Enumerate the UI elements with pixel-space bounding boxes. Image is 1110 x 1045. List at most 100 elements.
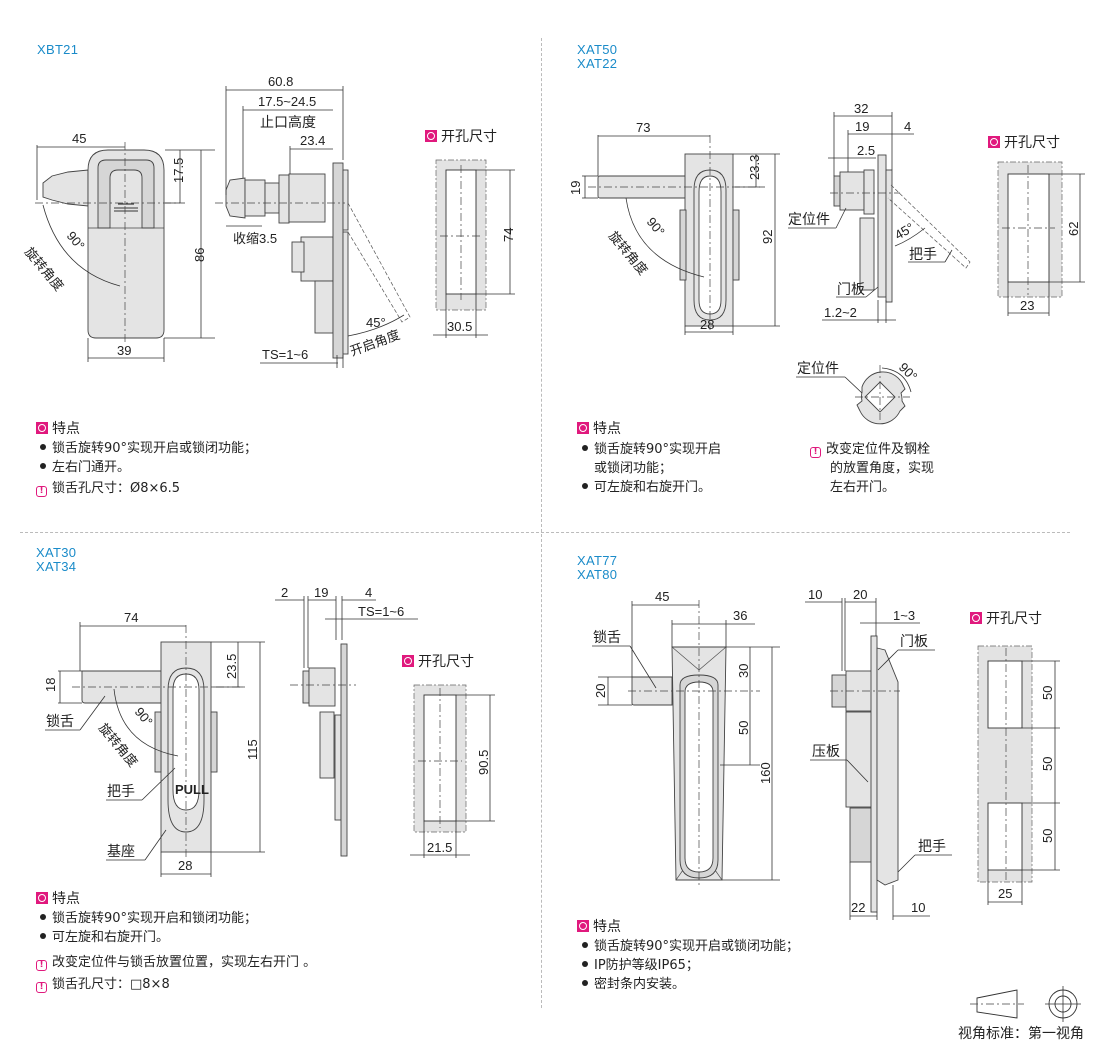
dim-62: 62 — [1066, 222, 1081, 236]
features-list: 锁舌旋转90°实现开启或锁闭功能； 左右门通开。 — [38, 439, 257, 477]
feature-item: 左右门通开。 — [38, 458, 257, 477]
note-item: !改变定位件与锁舌放置位置，实现左右开门 。 — [36, 952, 316, 974]
cutout-title: 开孔尺寸 — [441, 129, 497, 145]
feature-text: 锁舌旋转90°实现开启 — [594, 442, 722, 457]
notes-list: ! 锁舌孔尺寸：Ø8×6.5 — [36, 479, 180, 498]
section-badge-icon — [577, 920, 589, 932]
dim-21-5: 21.5 — [427, 840, 452, 855]
dim-36: 36 — [733, 608, 747, 623]
model-code: XAT77 XAT80 — [577, 554, 617, 582]
feature-item: 锁舌旋转90°实现开启和锁闭功能； — [38, 909, 257, 928]
dim-45: 45 — [72, 131, 86, 146]
model-xbt21: XBT21 — [37, 42, 79, 57]
bullet-icon — [582, 942, 588, 948]
feature-item: IP防护等级IP65； — [580, 956, 799, 975]
model-code: XAT50 XAT22 — [577, 43, 617, 71]
note-item: !改变定位件及钢栓 — [810, 440, 934, 459]
model-xat77: XAT77 — [577, 553, 618, 568]
feature-text: 左右门通开。 — [52, 460, 131, 475]
stop-height-label: 止口高度 — [260, 114, 316, 130]
xbt21-front-view: 45 17.5 86 39 90° 旋转角度 — [22, 131, 215, 362]
model-xat30: XAT30 — [36, 545, 77, 560]
locator-detail-label: 定位件 — [797, 360, 839, 376]
cutout-heading: 开孔尺寸 — [988, 132, 1060, 152]
dim-18: 18 — [43, 678, 58, 692]
dim-50: 50 — [736, 721, 751, 735]
dim-19: 19 — [568, 181, 583, 195]
feature-item: 锁舌旋转90°实现开启或锁闭功能； — [38, 439, 257, 458]
dim-17-5-24-5: 17.5~24.5 — [258, 94, 316, 109]
feature-text: 锁舌旋转90°实现开启或锁闭功能； — [52, 441, 258, 456]
feature-item: 锁舌旋转90°实现开启或锁闭功能； — [580, 937, 799, 956]
feature-text: 密封条内安装。 — [594, 977, 686, 992]
warning-icon: ! — [36, 486, 47, 497]
section-badge-icon — [36, 422, 48, 434]
dim-74: 74 — [124, 610, 138, 625]
xbt21-cutout: 74 30.5 — [433, 159, 516, 338]
dim-50-middle: 50 — [1040, 757, 1055, 771]
dim-10-bottom: 10 — [911, 900, 925, 915]
section-badge-icon — [577, 422, 589, 434]
features-heading: 特点 — [577, 420, 621, 438]
dim-19: 19 — [314, 585, 328, 600]
open-angle-45: 45° — [366, 315, 386, 330]
dim-4: 4 — [904, 119, 911, 134]
note-text: 锁舌孔尺寸：Ø8×6.5 — [52, 481, 181, 496]
dim-20: 20 — [853, 587, 867, 602]
dim-30: 30 — [736, 664, 751, 678]
section-badge-icon — [988, 136, 1000, 148]
dim-28: 28 — [700, 317, 714, 332]
vertical-divider — [541, 38, 542, 1008]
dim-74: 74 — [501, 228, 516, 242]
bullet-icon — [40, 463, 46, 469]
lock-tongue-label: 锁舌 — [593, 629, 621, 645]
dim-23-4: 23.4 — [300, 133, 325, 148]
cutout-title: 开孔尺寸 — [986, 611, 1042, 627]
notes-list: !改变定位件及钢栓 的放置角度，实现 左右开门。 — [810, 440, 934, 497]
feature-text: 锁舌旋转90°实现开启和锁闭功能； — [52, 911, 258, 926]
dim-32: 32 — [854, 101, 868, 116]
xbt21-side-view: 60.8 17.5~24.5 止口高度 23.4 收缩3.5 TS=1~6 45… — [215, 74, 411, 368]
door-panel-label: 门板 — [900, 633, 928, 649]
note-item: !锁舌孔尺寸：□8×8 — [36, 974, 316, 996]
dim-115: 115 — [245, 739, 260, 760]
features-title: 特点 — [593, 421, 621, 437]
section-badge-icon — [36, 892, 48, 904]
features-heading: 特点 — [577, 918, 621, 936]
feature-text: 可左旋和右旋开门。 — [52, 930, 170, 945]
dim-50-top: 50 — [1040, 686, 1055, 700]
dim-90-5: 90.5 — [476, 750, 491, 775]
xat30-side-view: 2 19 4 TS=1~6 — [275, 585, 418, 857]
dim-92: 92 — [760, 230, 775, 244]
handle-label: 把手 — [918, 838, 946, 854]
dim-50-bottom: 50 — [1040, 829, 1055, 843]
section-badge-icon — [425, 130, 437, 142]
locator-label: 定位件 — [788, 211, 830, 227]
bullet-icon — [582, 980, 588, 986]
dim-4: 4 — [365, 585, 372, 600]
dim-17-5: 17.5 — [171, 158, 186, 183]
feature-item: 可左旋和右旋开门。 — [38, 928, 257, 947]
xat50-cutout: 62 23 — [997, 161, 1085, 316]
base-label: 基座 — [107, 843, 135, 859]
dim-2: 2 — [281, 585, 288, 600]
feature-text: 可左旋和右旋开门。 — [594, 480, 712, 495]
locator-detail: 90° 定位件 — [796, 360, 920, 425]
cutout-title: 开孔尺寸 — [1004, 135, 1060, 151]
cutout-heading: 开孔尺寸 — [402, 651, 474, 671]
note-text: 改变定位件及钢栓 — [826, 442, 931, 457]
dim-2-5: 2.5 — [857, 143, 875, 158]
dim-30-5: 30.5 — [447, 319, 472, 334]
feature-item-continued: 或锁闭功能； — [580, 459, 721, 478]
dim-25: 25 — [998, 886, 1012, 901]
bullet-icon — [582, 445, 588, 451]
dim-22: 22 — [851, 900, 865, 915]
notes-list: !改变定位件与锁舌放置位置，实现左右开门 。 !锁舌孔尺寸：□8×8 — [36, 952, 316, 996]
lock-tongue-label: 锁舌 — [46, 713, 74, 729]
note-text: 锁舌孔尺寸：□8×8 — [52, 977, 170, 992]
handle-label: 把手 — [107, 783, 135, 799]
features-list: 锁舌旋转90°实现开启和锁闭功能； 可左旋和右旋开门。 — [38, 909, 257, 947]
dim-19: 19 — [855, 119, 869, 134]
